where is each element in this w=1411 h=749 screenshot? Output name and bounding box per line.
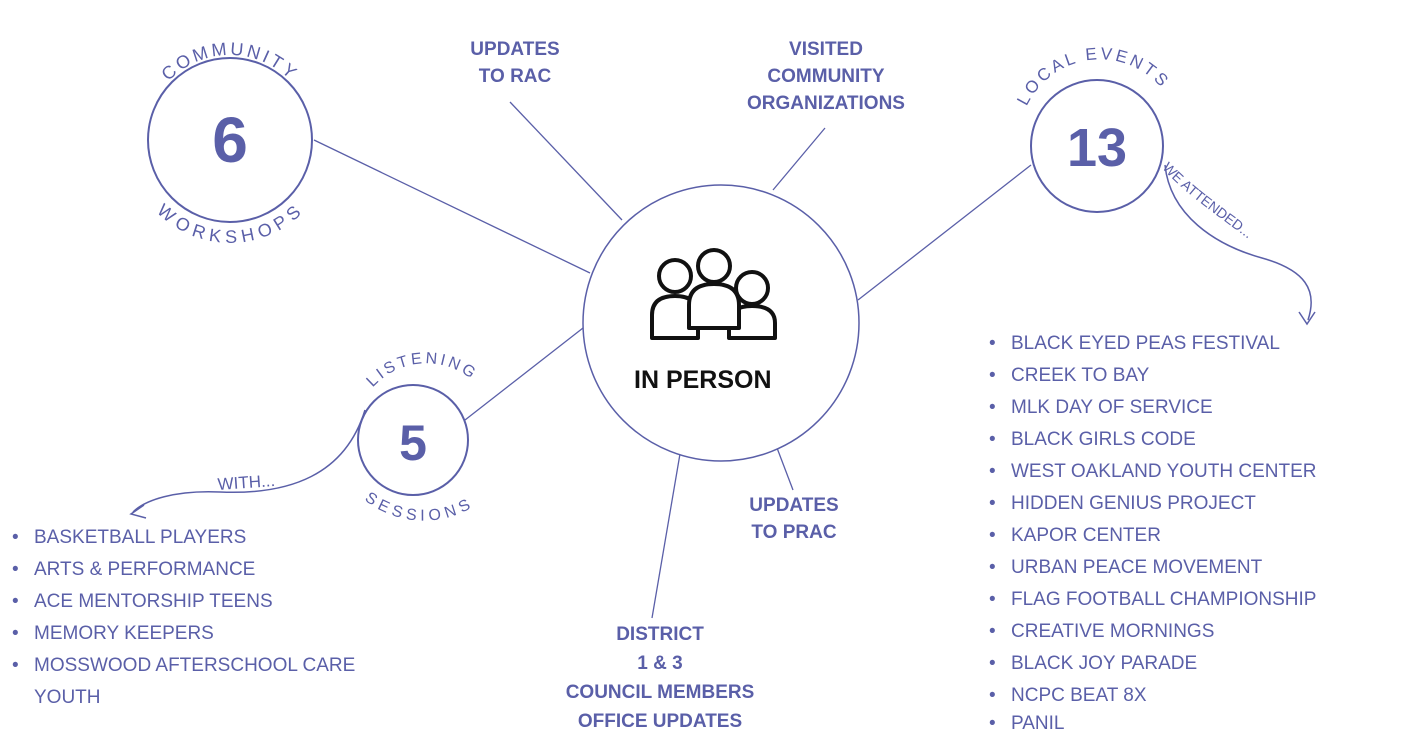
updates-rac-line: TO RAC (478, 66, 552, 87)
list-item: NCPC BEAT 8X (985, 680, 1405, 712)
spoke-local-events (857, 164, 1032, 301)
workshops-count: 6 (212, 104, 248, 176)
list-item: MEMORY KEEPERS (8, 618, 368, 650)
center-label: IN PERSON (634, 366, 772, 394)
listening-count: 5 (399, 415, 427, 471)
list-item: HIDDEN GENIUS PROJECT (985, 488, 1405, 520)
people-group-icon (650, 248, 777, 340)
spoke-district (651, 447, 682, 619)
list-item: FLAG FOOTBALL CHAMPIONSHIP (985, 584, 1405, 616)
visited-line: COMMUNITY (767, 66, 885, 87)
listening-top-text: LISTENING (364, 350, 478, 390)
list-item: ARTS & PERFORMANCE (8, 554, 368, 586)
spoke-listening (464, 327, 584, 421)
local-events-count: 13 (1067, 118, 1127, 178)
spoke-workshops (313, 139, 591, 274)
district-line: 1 & 3 (637, 653, 683, 674)
updates-rac-label: UPDATES TO RAC (440, 36, 590, 90)
list-item: MLK DAY OF SERVICE (985, 392, 1405, 424)
list-item: BLACK JOY PARADE (985, 648, 1405, 680)
list-item: BLACK GIRLS CODE (985, 424, 1405, 456)
listening-with-text: WITH... (217, 471, 276, 494)
visited-label: VISITED COMMUNITY ORGANIZATIONS (716, 36, 936, 117)
arrowhead-left-icon (129, 504, 147, 519)
list-item: BLACK EYED PEAS FESTIVAL (985, 328, 1405, 360)
updates-prac-label: UPDATES TO PRAC (714, 492, 874, 546)
listening-curved-arrow (132, 409, 366, 513)
local-events-circle (1030, 79, 1164, 213)
workshops-circle (147, 57, 313, 223)
updates-rac-line: UPDATES (470, 39, 560, 60)
list-item: KAPOR CENTER (985, 520, 1405, 552)
list-item: CREATIVE MORNINGS (985, 616, 1405, 648)
listening-circle (357, 384, 469, 496)
spoke-updates-rac (509, 101, 623, 221)
visited-line: ORGANIZATIONS (747, 93, 905, 114)
spoke-visited (772, 127, 826, 191)
updates-prac-line: UPDATES (749, 495, 839, 516)
list-item: BASKETBALL PLAYERS (8, 522, 368, 554)
arrowhead-down-icon (1298, 311, 1316, 326)
list-item: PANIL (985, 712, 1405, 732)
updates-prac-line: TO PRAC (751, 522, 837, 543)
events-list: BLACK EYED PEAS FESTIVAL CREEK TO BAY ML… (985, 328, 1405, 732)
list-item: URBAN PEACE MOVEMENT (985, 552, 1405, 584)
listening-groups-list: BASKETBALL PLAYERS ARTS & PERFORMANCE AC… (8, 522, 368, 714)
listening-top-arc: LISTENING (364, 350, 481, 390)
list-item: WEST OAKLAND YOUTH CENTER (985, 456, 1405, 488)
local-events-curved-arrow (1164, 164, 1312, 321)
district-line: DISTRICT (616, 624, 704, 645)
visited-line: VISITED (789, 39, 863, 60)
district-line: OFFICE UPDATES (577, 711, 743, 732)
district-line: COUNCIL MEMBERS (565, 682, 755, 703)
local-events-side-arc: WE ATTENDED... (1160, 159, 1256, 241)
local-events-side-text: WE ATTENDED... (1160, 159, 1256, 241)
list-item: CREEK TO BAY (985, 360, 1405, 392)
list-item: ACE MENTORSHIP TEENS (8, 586, 368, 618)
list-item: MOSSWOOD AFTERSCHOOL CARE YOUTH (8, 650, 374, 714)
district-label: DISTRICT 1 & 3 COUNCIL MEMBERS OFFICE UP… (540, 620, 780, 736)
